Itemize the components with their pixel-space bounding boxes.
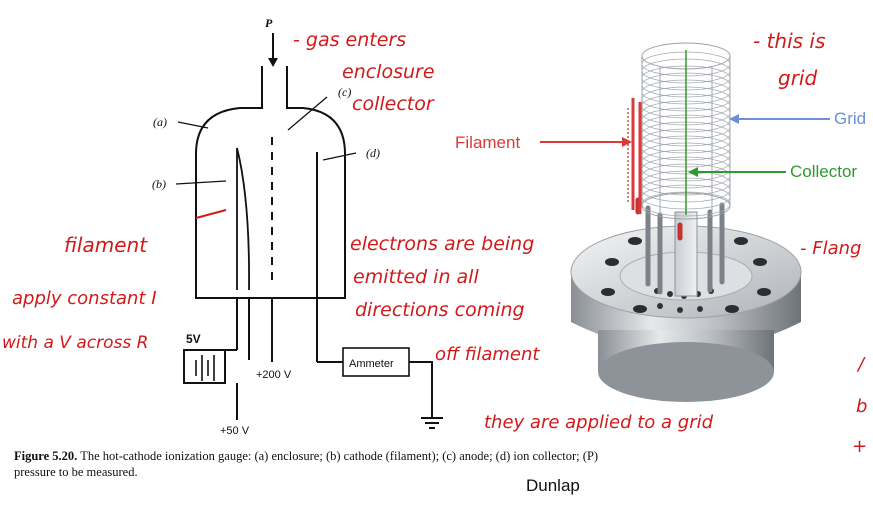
pointer-d — [322, 152, 357, 161]
gauge-render — [570, 42, 802, 402]
battery-circuit — [183, 349, 237, 384]
note-electrons-3: directions coming — [355, 299, 525, 321]
label-d: (d) — [366, 146, 380, 160]
grid-cylinder — [641, 42, 731, 220]
note-electrons-4: off filament — [435, 344, 540, 365]
note-applied-grid: they are applied to a grid — [484, 412, 714, 433]
caption-head: Figure 5.20. — [14, 449, 78, 463]
bolt-holes — [601, 237, 771, 313]
grid-callout-arrow — [729, 114, 739, 124]
note-edge-3: + — [852, 436, 867, 457]
note-filament: filament — [64, 233, 148, 257]
enclosure — [195, 66, 346, 299]
collector-label: Collector — [790, 162, 857, 181]
filament-callout-arrow — [622, 137, 632, 147]
caption-body: The hot-cathode ionization gauge: (a) en… — [14, 449, 599, 479]
figure-caption: Figure 5.20. The hot-cathode ionization … — [14, 448, 614, 480]
red-insulators — [635, 197, 683, 241]
filament-label: Filament — [455, 133, 520, 152]
collector-callout-arrow — [688, 167, 698, 177]
pointer-b — [175, 180, 227, 185]
note-grid: grid — [778, 66, 817, 90]
label-a: (a) — [153, 115, 167, 129]
note-edge-2: b — [856, 396, 867, 417]
ammeter-to-ground — [409, 361, 433, 418]
note-collector: collector — [352, 93, 435, 115]
cathode-filament — [236, 147, 250, 291]
note-enclosure: enclosure — [342, 61, 435, 83]
note-electrons-1: electrons are being — [350, 233, 534, 255]
pointer-a — [177, 121, 209, 129]
inlet-arrow-head — [268, 58, 278, 67]
note-gas-enters: - gas enters — [293, 29, 406, 51]
credit-dunlap: Dunlap — [526, 476, 580, 495]
note-voltage-across: with a V across R — [2, 333, 148, 353]
label-c: (c) — [338, 85, 351, 99]
filament-wire-render — [631, 98, 642, 214]
label-b: (b) — [152, 177, 166, 191]
ammeter-label: Ammeter — [349, 358, 394, 370]
note-flange: - Flang — [800, 238, 861, 259]
schematic — [175, 33, 443, 429]
note-apply-current: apply constant I — [12, 288, 157, 309]
label-50v: +50 V — [220, 425, 250, 437]
note-this-is: - this is — [753, 29, 825, 53]
note-edge-1: / — [856, 354, 866, 375]
flange-bottom-rim — [598, 342, 774, 402]
support-posts — [645, 202, 725, 295]
grid-label: Grid — [834, 109, 866, 128]
note-filament-dash — [195, 209, 227, 219]
label-p: P — [265, 16, 273, 30]
pointer-c — [287, 96, 328, 131]
note-electrons-2: emitted in all — [353, 266, 479, 288]
label-5v: 5V — [186, 332, 201, 346]
label-200v: +200 V — [256, 369, 292, 381]
